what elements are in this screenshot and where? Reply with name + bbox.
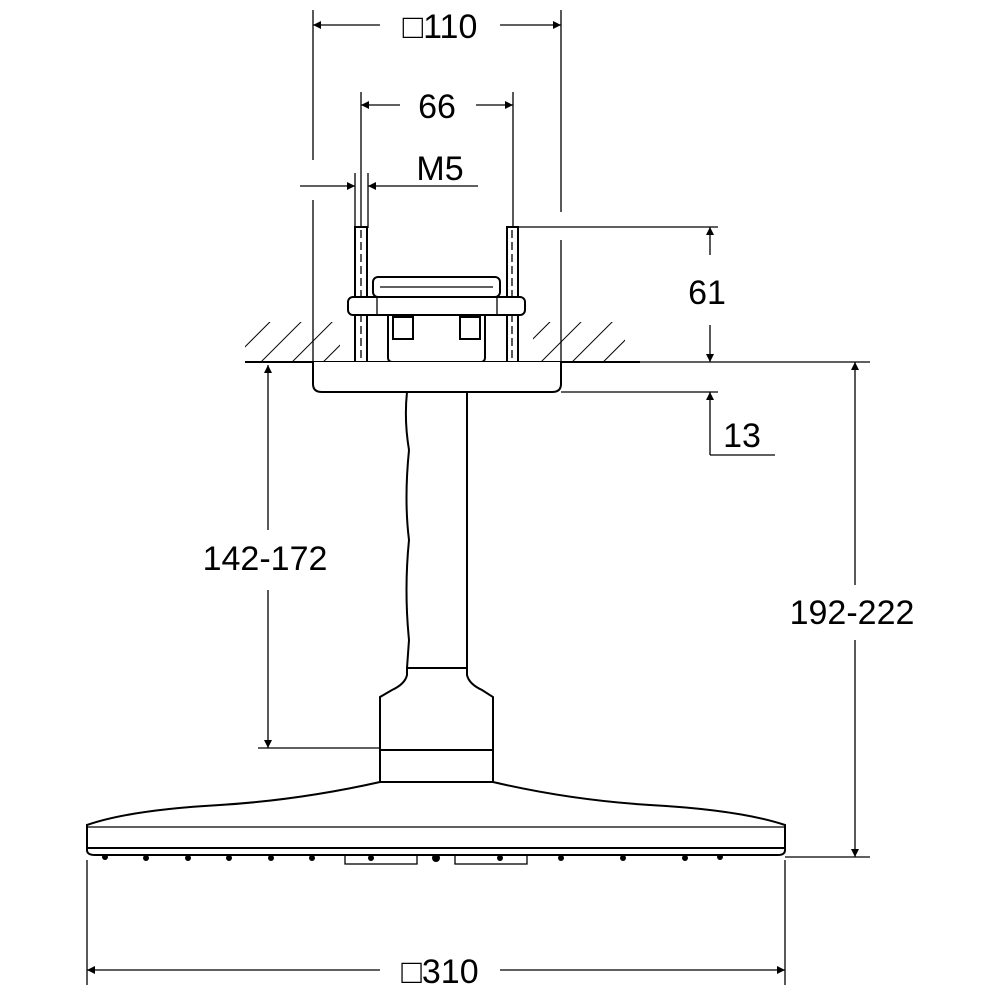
- shower-head: [86, 781, 786, 865]
- label-192-222: 192-222: [790, 594, 915, 632]
- label-m5: M5: [416, 150, 463, 188]
- dimension-66: 66: [360, 88, 514, 228]
- label-310: □310: [401, 953, 478, 991]
- dimension-142-172: 142-172: [203, 365, 380, 749]
- dimension-m5: M5: [300, 150, 478, 228]
- label-142-172: 142-172: [203, 540, 328, 578]
- dimension-310: □310: [86, 860, 786, 991]
- dimension-192-222: 192-222: [640, 361, 915, 858]
- nozzles: [102, 854, 723, 862]
- dimension-13: 13: [561, 391, 775, 456]
- mounting-bracket: [347, 276, 526, 363]
- label-66: 66: [418, 88, 456, 126]
- label-13: 13: [723, 417, 761, 455]
- mounting-studs: [354, 226, 519, 363]
- dimension-110: □110: [312, 8, 562, 385]
- shower-arm: [379, 391, 494, 783]
- label-110: □110: [403, 8, 478, 46]
- dimension-61: 61: [518, 226, 726, 362]
- label-61: 61: [688, 274, 726, 312]
- cover-plate: [312, 362, 562, 393]
- ceiling-hatch: [245, 322, 640, 363]
